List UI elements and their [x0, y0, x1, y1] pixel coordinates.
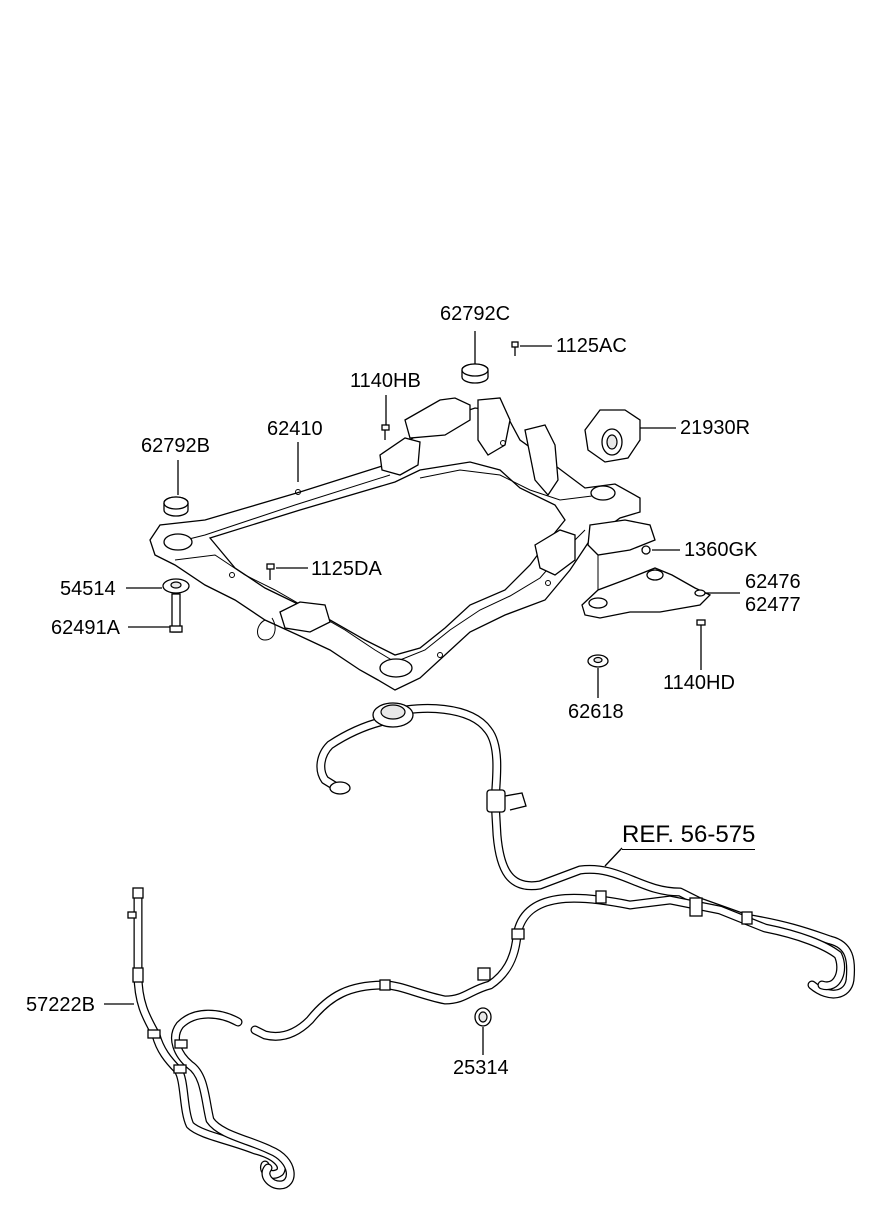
bolt-1140hb: [381, 395, 390, 440]
bolt-1125ac: [511, 341, 552, 356]
label-21930r: 21930R: [680, 417, 751, 439]
washer-54514: [126, 578, 190, 594]
label-62491a: 62491A: [51, 617, 120, 639]
bolt-1140hd: [696, 619, 706, 670]
bushing-62792b: [163, 460, 189, 517]
label-1140hd: 1140HD: [663, 672, 735, 694]
cooler-tube-57222b: [104, 887, 295, 1190]
label-1125ac: 1125AC: [556, 335, 627, 357]
label-62792c: 62792C: [440, 303, 511, 325]
bushing-62792c: [461, 331, 489, 384]
bracket-62476-62477: [581, 519, 740, 619]
engine-mount-21930r: [584, 409, 676, 463]
nut-1360gk: [641, 545, 680, 555]
label-25314: 25314: [453, 1057, 509, 1079]
reference-label[interactable]: REF. 56-575: [622, 821, 756, 850]
cap-62618: [587, 654, 609, 698]
label-1125da: 1125DA: [311, 558, 382, 580]
label-62477: 62477: [745, 594, 801, 616]
label-62410: 62410: [267, 418, 323, 440]
label-1140hb: 1140HB: [350, 370, 421, 392]
label-62792b: 62792B: [141, 435, 210, 457]
crossmember-62410: [149, 397, 641, 691]
label-54514: 54514: [60, 578, 116, 600]
power-steering-hose-assembly: [250, 702, 856, 1055]
label-57222b: 57222B: [26, 994, 95, 1016]
label-1360gk: 1360GK: [684, 539, 758, 561]
label-62618: 62618: [568, 701, 624, 723]
bolt-62491a: [128, 593, 183, 633]
leader-ref: [604, 847, 623, 867]
bolt-1125da: [266, 563, 308, 580]
label-62476: 62476: [745, 571, 801, 593]
